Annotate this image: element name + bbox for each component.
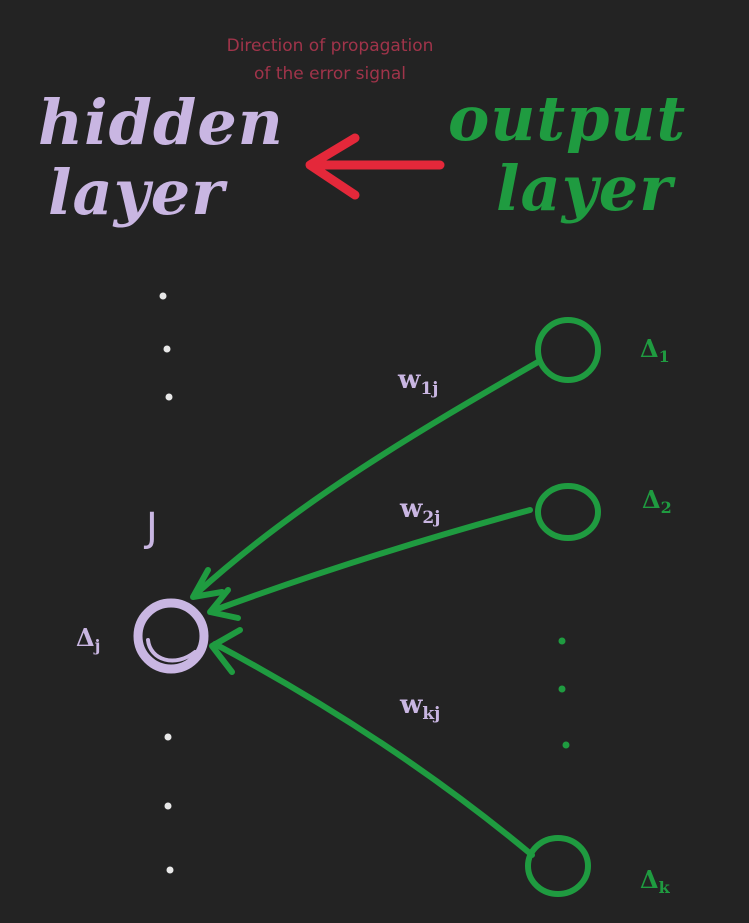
caption-line-2: of the error signal — [254, 64, 406, 84]
hidden-layer-title-line-1: hidden — [38, 86, 284, 159]
output-layer-title-line-1: output — [448, 82, 687, 155]
output-delta-sub: 1 — [658, 347, 670, 366]
weight-sub: kj — [422, 704, 441, 724]
hidden-layer-dots-bottom — [164, 733, 174, 874]
hidden-layer-title-line-2: layer — [48, 156, 225, 229]
weight-symbol: w — [400, 494, 423, 524]
output-delta-1: Δ1 — [640, 334, 670, 366]
weight-symbol: w — [400, 690, 423, 720]
hidden-delta-sub: j — [94, 636, 101, 655]
output-neuron-1 — [535, 317, 601, 383]
output-layer-dots — [558, 637, 570, 749]
output-neuron-k — [525, 835, 591, 897]
weight-connections — [194, 359, 541, 858]
output-delta-2: Δ2 — [642, 485, 672, 517]
weight-label-wkj: wkj — [400, 690, 440, 724]
output-delta-sub: 2 — [660, 498, 672, 517]
weight-sub: 2j — [422, 508, 441, 528]
weight-arrowheads — [190, 567, 243, 675]
hidden-layer-title: hidden layer — [38, 88, 298, 228]
weight-symbol: w — [398, 365, 421, 395]
propagation-direction-arrow — [305, 133, 445, 200]
weight-sub: 1j — [420, 379, 439, 399]
hidden-delta-symbol: Δ — [76, 623, 95, 652]
output-neuron-2 — [535, 483, 601, 541]
propagation-caption: Direction of propagation of the error si… — [160, 32, 500, 88]
output-delta-symbol: Δ — [640, 865, 659, 894]
output-delta-sub: k — [658, 878, 670, 897]
weight-label-w1j: w1j — [398, 365, 438, 399]
hidden-layer-dots-top — [159, 292, 173, 401]
hidden-delta-label: Δj — [76, 623, 100, 655]
connection-wkj — [212, 641, 535, 858]
caption-line-1: Direction of propagation — [226, 36, 434, 56]
weight-label-w2j: w2j — [400, 494, 440, 528]
hidden-neuron-j — [133, 598, 209, 674]
output-layer-title-line-2: layer — [496, 152, 673, 225]
output-delta-symbol: Δ — [642, 485, 661, 514]
connection-w1j — [194, 359, 541, 596]
output-layer-title: output layer — [448, 84, 708, 224]
connection-w2j — [209, 507, 533, 614]
output-neurons — [525, 317, 601, 897]
hidden-neuron-label: J — [146, 505, 158, 551]
output-delta-symbol: Δ — [640, 334, 659, 363]
output-delta-k: Δk — [640, 865, 670, 897]
